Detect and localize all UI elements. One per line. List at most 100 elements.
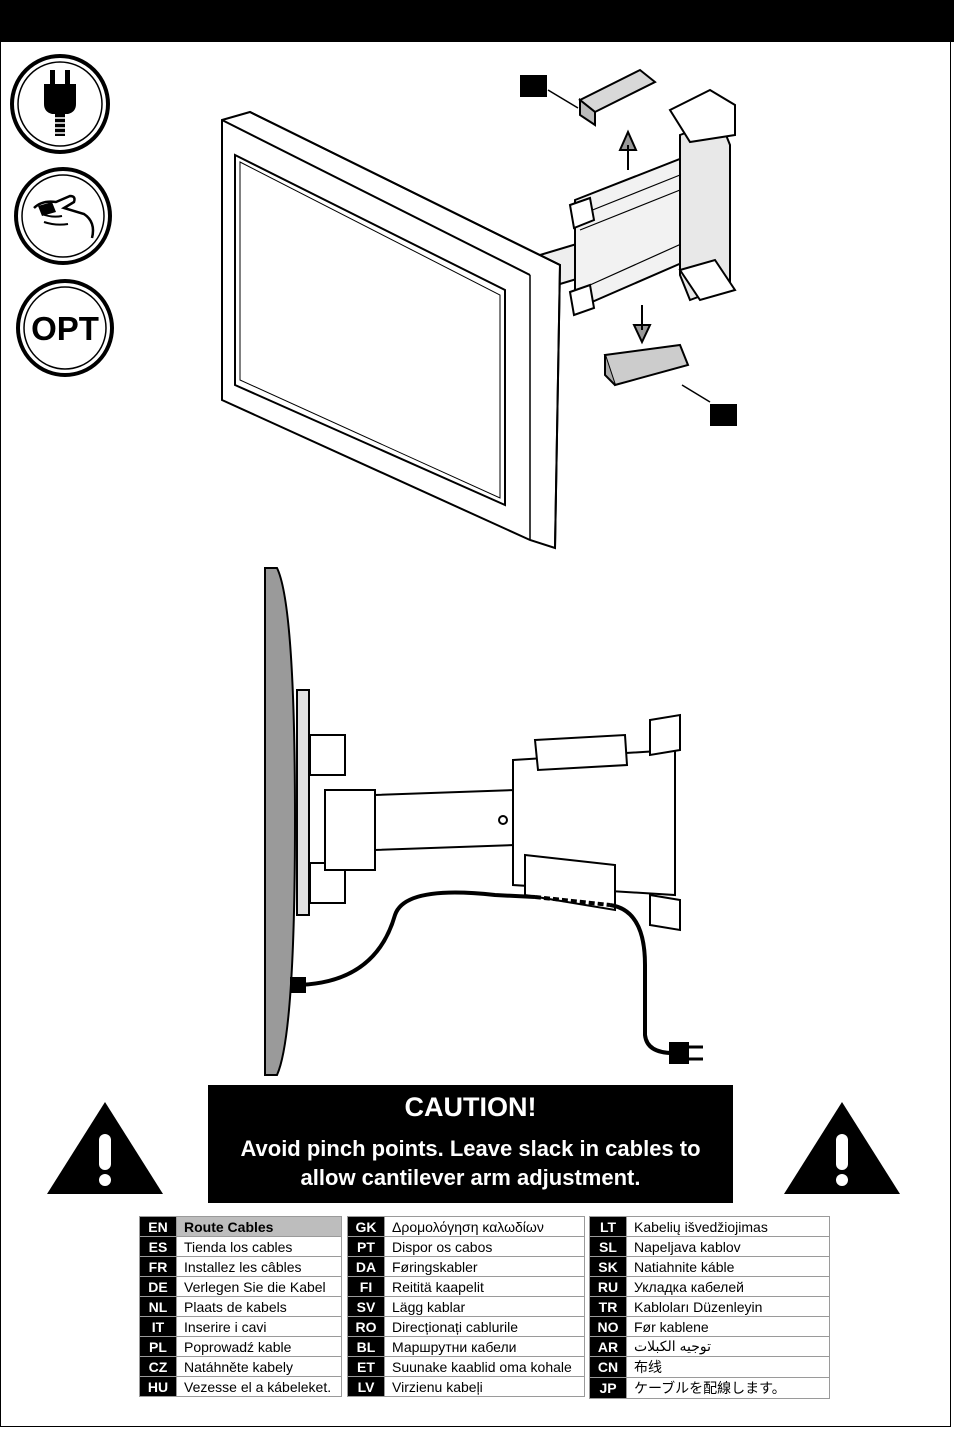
caution-message-line1: Avoid pinch points. Leave slack in cable… xyxy=(240,1136,701,1161)
language-text: Kabloları Düzenleyin xyxy=(626,1296,830,1317)
language-code: ET xyxy=(347,1356,385,1377)
language-text: Poprowadź kable xyxy=(176,1336,342,1357)
callout-label-top xyxy=(520,75,547,97)
language-code: LV xyxy=(347,1376,385,1397)
language-code: NO xyxy=(589,1316,627,1337)
language-code: PL xyxy=(139,1336,177,1357)
warning-triangle-icon-right xyxy=(784,1102,900,1194)
header-bar xyxy=(0,0,954,42)
language-text: توجيه الكبلات xyxy=(626,1336,830,1357)
language-text: Inserire i cavi xyxy=(176,1316,342,1337)
language-text: 布线 xyxy=(626,1356,830,1378)
language-code: BL xyxy=(347,1336,385,1357)
warning-triangle-icon-left xyxy=(47,1102,163,1194)
svg-text:OPT: OPT xyxy=(31,310,99,347)
language-code: SK xyxy=(589,1256,627,1277)
language-text: Lägg kablar xyxy=(384,1296,585,1317)
language-text: Укладка кабелей xyxy=(626,1276,830,1297)
language-code: NL xyxy=(139,1296,177,1317)
language-text: Før kablene xyxy=(626,1316,830,1337)
language-code: CZ xyxy=(139,1356,177,1377)
language-text: Маршрутни кабели xyxy=(384,1336,585,1357)
caution-box: CAUTION! Avoid pinch points. Leave slack… xyxy=(208,1085,733,1203)
language-code: PT xyxy=(347,1236,385,1257)
language-code: AR xyxy=(589,1336,627,1357)
language-code: FI xyxy=(347,1276,385,1297)
language-code: DE xyxy=(139,1276,177,1297)
cable-routing-illustration xyxy=(264,567,703,1076)
language-code: JP xyxy=(589,1377,627,1399)
language-text: Natáhněte kabely xyxy=(176,1356,342,1377)
language-text: Dispor os cabos xyxy=(384,1236,585,1257)
language-text: ケーブルを配線します。 xyxy=(626,1377,830,1399)
language-code: SV xyxy=(347,1296,385,1317)
language-code: EN xyxy=(139,1216,177,1237)
callout-label-bottom xyxy=(710,404,737,426)
language-text: Plaats de kabels xyxy=(176,1296,342,1317)
language-text: Kabelių išvedžiojimas xyxy=(626,1216,830,1237)
language-code: RO xyxy=(347,1316,385,1337)
language-text: Napeljava kablov xyxy=(626,1236,830,1257)
language-code: RU xyxy=(589,1276,627,1297)
language-code: LT xyxy=(589,1216,627,1237)
opt-icon: OPT xyxy=(16,279,114,377)
hand-icon xyxy=(14,167,112,265)
language-code: GK xyxy=(347,1216,385,1237)
language-code: CN xyxy=(589,1356,627,1378)
language-text: Føringskabler xyxy=(384,1256,585,1277)
language-text: Installez les câbles xyxy=(176,1256,342,1277)
language-text: Natiahnite káble xyxy=(626,1256,830,1277)
language-text: Vezesse el a kábeleket. xyxy=(176,1376,342,1397)
language-code: FR xyxy=(139,1256,177,1277)
language-text: Verlegen Sie die Kabel xyxy=(176,1276,342,1297)
language-code: HU xyxy=(139,1376,177,1397)
language-text: Δρομολόγηση καλωδίων xyxy=(384,1216,585,1237)
caution-message-line2: allow cantilever arm adjustment. xyxy=(300,1165,641,1190)
language-code: DA xyxy=(347,1256,385,1277)
language-text: Direcționați cablurile xyxy=(384,1316,585,1337)
caution-title: CAUTION! xyxy=(404,1092,537,1122)
language-text: Reititä kaapelit xyxy=(384,1276,585,1297)
mount-exploded-illustration xyxy=(221,68,737,550)
language-code: ES xyxy=(139,1236,177,1257)
power-plug-icon xyxy=(10,54,110,154)
language-code: SL xyxy=(589,1236,627,1257)
language-text: Suunake kaablid oma kohale xyxy=(384,1356,585,1377)
language-text: Virzienu kabeļi xyxy=(384,1376,585,1397)
language-text: Route Cables xyxy=(176,1216,342,1237)
language-code: IT xyxy=(139,1316,177,1337)
language-text: Tienda los cables xyxy=(176,1236,342,1257)
language-code: TR xyxy=(589,1296,627,1317)
